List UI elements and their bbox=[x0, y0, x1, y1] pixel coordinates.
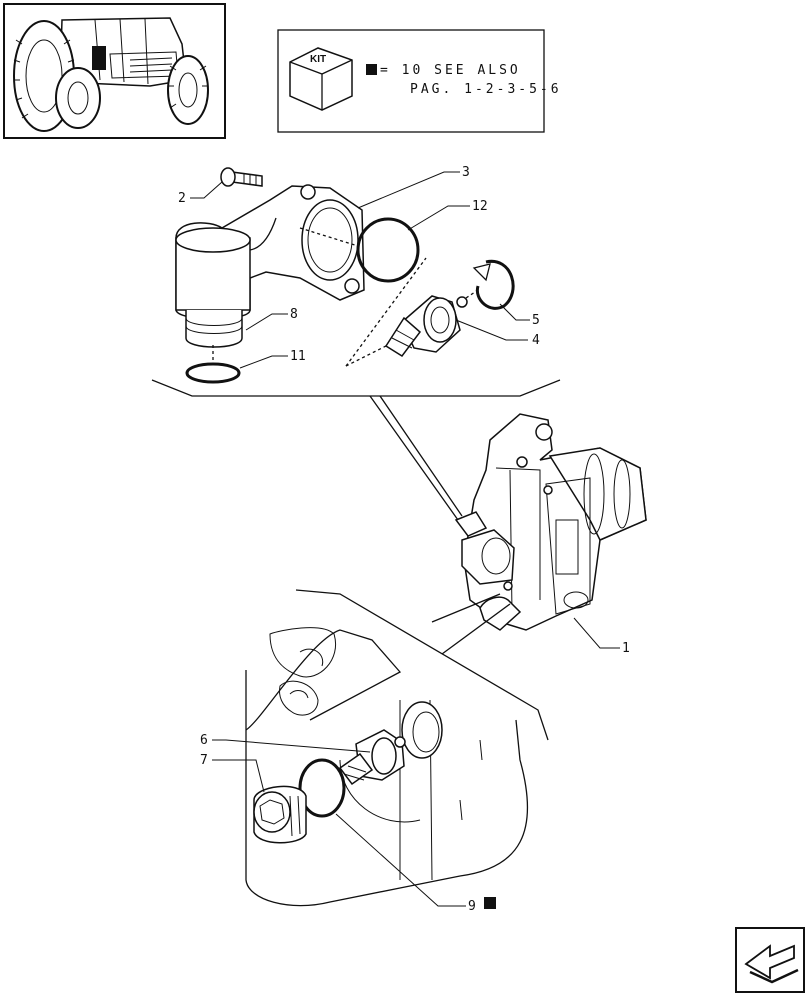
callout-2: 2 bbox=[178, 191, 186, 206]
leader-1 bbox=[573, 617, 620, 649]
leader-11 bbox=[239, 355, 288, 369]
leader-5 bbox=[499, 303, 530, 321]
upper-group-frame bbox=[151, 379, 561, 397]
kit-label: KIT bbox=[310, 54, 326, 65]
part-7-plug bbox=[253, 785, 307, 844]
callout-9: 9 bbox=[468, 899, 476, 914]
leader-6 bbox=[212, 739, 371, 753]
leader-7 bbox=[212, 759, 265, 793]
leader-2 bbox=[190, 181, 223, 199]
kit-note-line-1: = 10 SEE ALSO bbox=[380, 63, 521, 78]
leader-12 bbox=[407, 205, 470, 231]
kit-legend-box: KIT = 10 SEE ALSO PAG. 1-2-3-5-6 bbox=[277, 29, 562, 133]
callout-3: 3 bbox=[462, 165, 470, 180]
callout-12: 12 bbox=[472, 199, 488, 214]
leader-3 bbox=[357, 171, 460, 209]
leader-9 bbox=[335, 813, 466, 907]
leader-4 bbox=[455, 319, 528, 341]
kit-box-icon: KIT bbox=[289, 47, 353, 111]
black-square-marker-icon bbox=[366, 64, 377, 75]
tractor-thumbnail-icon bbox=[3, 3, 226, 139]
part-12-o-ring bbox=[356, 217, 420, 283]
callout-1: 1 bbox=[622, 641, 630, 656]
part-9-o-ring bbox=[298, 758, 346, 818]
part-4-thermostat bbox=[384, 289, 479, 358]
next-page-arrow-icon[interactable] bbox=[735, 927, 805, 993]
callout-4: 4 bbox=[532, 333, 540, 348]
leader-8 bbox=[245, 313, 288, 331]
part-8-elbow-housing bbox=[175, 184, 365, 348]
part-11-o-ring bbox=[185, 362, 241, 384]
part-5-snap-ring bbox=[475, 259, 515, 310]
kit-note-line-2: PAG. 1-2-3-5-6 bbox=[410, 82, 562, 97]
callout-8: 8 bbox=[290, 307, 298, 322]
black-square-marker-icon bbox=[484, 897, 496, 909]
callout-11: 11 bbox=[290, 349, 306, 364]
callout-6: 6 bbox=[200, 733, 208, 748]
lower-housing-outline-top bbox=[295, 589, 549, 741]
part-1-valve-body bbox=[454, 413, 647, 631]
callout-5: 5 bbox=[532, 313, 540, 328]
callout-7: 7 bbox=[200, 753, 208, 768]
part-6-thermostat bbox=[338, 729, 406, 786]
part-2-bolt bbox=[220, 167, 263, 187]
